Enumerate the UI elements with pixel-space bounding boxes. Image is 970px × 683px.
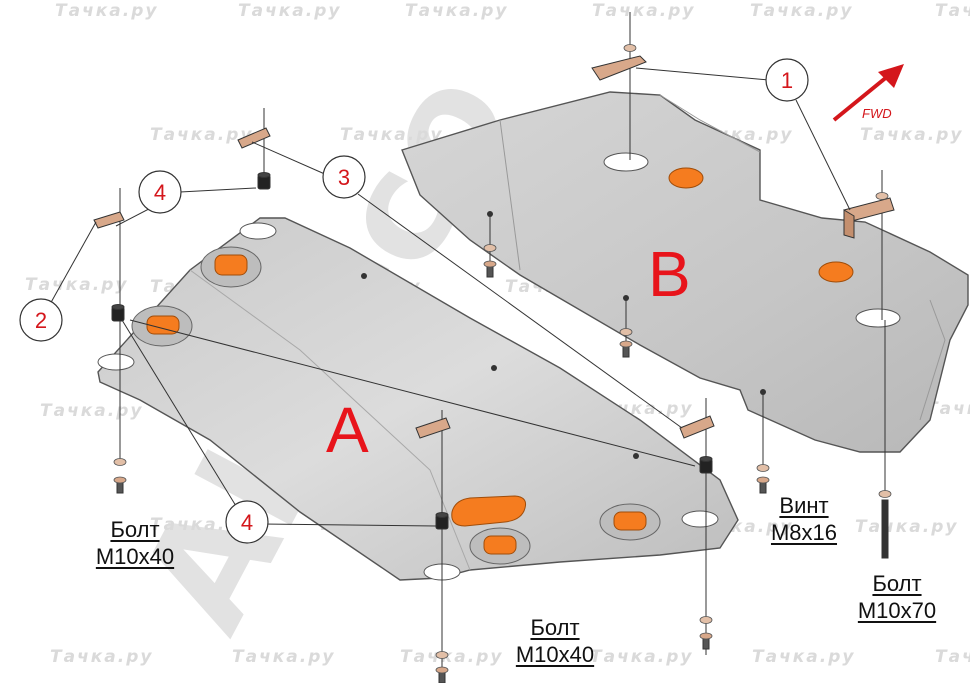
watermark-text: Тачка.ру <box>150 125 253 145</box>
watermark-text: Тачка.ру <box>590 647 693 667</box>
label-bolt-left-size: M10x40 <box>95 544 175 569</box>
callout-4-top: 4 <box>138 170 182 214</box>
callout-1: 1 <box>765 58 809 102</box>
callout-4-bottom: 4 <box>225 500 269 544</box>
pad-orange <box>146 315 180 335</box>
label-bolt-center-size: M10x40 <box>515 642 595 667</box>
label-bolt-right: Болт M10x70 <box>842 570 952 624</box>
watermark-text: Тачка.ру <box>752 647 855 667</box>
watermark-text: Тачка.ру <box>25 275 128 295</box>
panel-a-letter: A <box>326 394 369 466</box>
watermark-text: Тачка.ру <box>340 125 443 145</box>
panel-a-plate <box>97 217 739 581</box>
watermark-text: Тачка.ру <box>860 125 963 145</box>
watermark-text: Тачка.ру <box>50 647 153 667</box>
panel-b-plate <box>401 91 969 453</box>
watermark-text: Тачка.ру <box>855 517 958 537</box>
callouts: 1 2 3 4 4 <box>19 58 809 544</box>
label-bolt-center: Болт M10x40 <box>500 614 610 668</box>
pad-orange <box>818 261 854 283</box>
svg-text:2: 2 <box>35 308 47 333</box>
label-bolt-center-name: Болт <box>530 615 580 640</box>
svg-text:4: 4 <box>154 180 166 205</box>
pad-orange <box>214 254 248 276</box>
panel-b: B <box>401 91 969 453</box>
panel-a: A <box>97 217 739 581</box>
watermark-text: Тачка.ру <box>935 1 970 21</box>
label-screw-name: Винт <box>779 493 829 518</box>
callout-2: 2 <box>19 298 63 342</box>
fwd-arrow: FWD <box>832 64 904 122</box>
watermark-text: Тачка.ру <box>238 1 341 21</box>
watermark-text: Тачка.ру <box>400 647 503 667</box>
watermark-text: Тачка.ру <box>935 647 970 667</box>
fasteners <box>93 12 895 683</box>
pad-orange <box>483 535 517 555</box>
label-screw: Винт M8x16 <box>754 492 854 546</box>
leader-lines <box>48 67 851 527</box>
pad-orange <box>668 167 704 189</box>
fwd-label: FWD <box>862 106 892 121</box>
label-bolt-right-size: M10x70 <box>857 598 937 623</box>
watermark-text: Тачка.ру <box>405 1 508 21</box>
pad-orange <box>613 511 647 531</box>
label-screw-size: M8x16 <box>770 520 838 545</box>
pad-orange-large <box>451 495 526 527</box>
watermark-text: Тачка.ру <box>750 1 853 21</box>
watermark-text: Тачка.ру <box>926 399 970 419</box>
watermark-text: Тачка.ру <box>55 1 158 21</box>
watermark-text: Тачка.ру <box>232 647 335 667</box>
svg-text:4: 4 <box>241 510 253 535</box>
svg-text:1: 1 <box>781 68 793 93</box>
label-bolt-left: Болт M10x40 <box>80 516 190 570</box>
panel-b-letter: B <box>648 238 691 310</box>
label-bolt-right-name: Болт <box>872 571 922 596</box>
watermark-text: Тачка.ру <box>592 1 695 21</box>
watermark-text: Тачка.ру <box>40 401 143 421</box>
callout-3: 3 <box>322 155 366 199</box>
label-bolt-left-name: Болт <box>110 517 160 542</box>
svg-text:3: 3 <box>338 165 350 190</box>
